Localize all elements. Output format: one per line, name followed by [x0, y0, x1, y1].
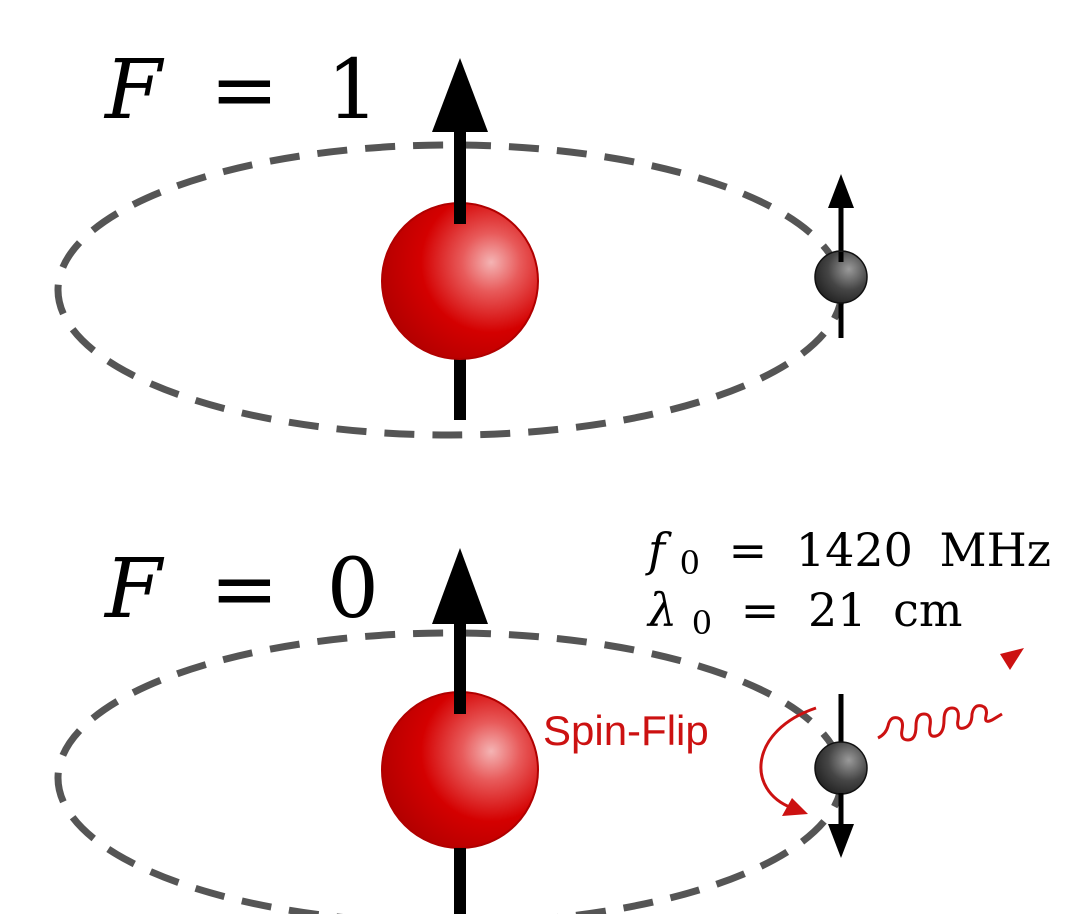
spin-flip-arrow-icon: [759, 706, 817, 816]
state-f1: F = 1: [54, 43, 868, 439]
spin-flip-label: Spin-Flip: [543, 707, 709, 754]
proton-bottom: [381, 691, 539, 849]
electron-top: [814, 250, 868, 304]
wavelength-label: λ 0 = 21 cm: [646, 583, 963, 645]
photon-wave-icon: [877, 648, 1024, 742]
proton-top: [381, 202, 539, 360]
frequency-label: f 0 = 1420 MHz: [645, 523, 1051, 585]
state-f0: F = 0 f 0 = 1420 MHz λ 0 = 21 cm: [54, 523, 1051, 914]
electron-bottom: [814, 741, 868, 795]
state-f0-label: F = 0: [103, 542, 379, 637]
state-f1-label: F = 1: [103, 43, 379, 138]
